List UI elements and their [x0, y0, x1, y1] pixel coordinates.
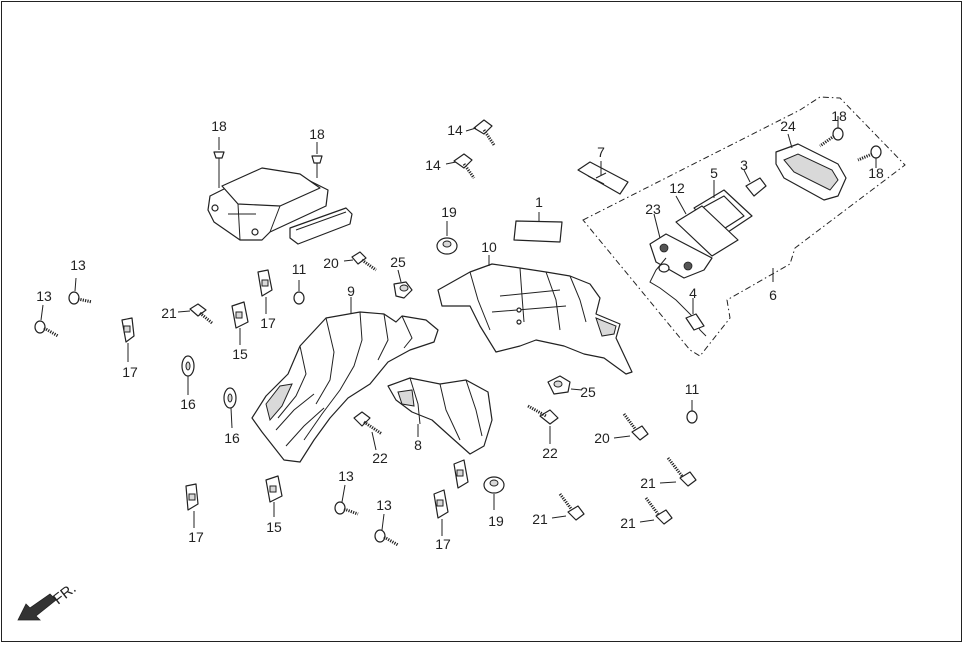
tail-light-lens-24 [775, 133, 847, 201]
callout-c25a: 25 [390, 254, 406, 270]
reflector-plate [513, 212, 563, 243]
callout-labels: 1345678910111112131313131414151516161717… [36, 108, 884, 552]
washer-16-upper [181, 355, 195, 395]
bolt-21-right-c [639, 497, 673, 525]
callout-c13c: 13 [338, 468, 354, 484]
screw-13-lower-b [374, 513, 399, 547]
callout-c17b: 17 [260, 315, 276, 331]
callout-c11b: 11 [685, 381, 700, 397]
front-direction-arrow [17, 593, 57, 621]
callout-c10: 10 [481, 239, 497, 255]
callout-c22b: 22 [542, 445, 558, 461]
callout-c21a: 21 [161, 305, 177, 321]
tail-light-group-outline [582, 96, 906, 357]
callout-c13b: 13 [36, 288, 52, 304]
base-plate-12 [675, 195, 739, 257]
front-direction-label: FR. [50, 580, 80, 608]
callout-c20b: 20 [594, 430, 610, 446]
gasket-5 [693, 180, 753, 237]
bolt-21-right-b [551, 493, 585, 521]
o-ring-11-left [293, 280, 305, 305]
callout-c6: 6 [769, 287, 777, 303]
callout-c3: 3 [740, 157, 748, 173]
o-ring-11-right [686, 400, 698, 424]
clip-15-lower [265, 475, 283, 517]
wire-harness-4 [649, 257, 707, 337]
bolt-14-lower [445, 153, 476, 179]
screw-18-right-a [819, 116, 844, 148]
callout-c19a: 19 [441, 204, 457, 220]
bolt-20-lower [613, 413, 649, 441]
callout-c19b: 19 [488, 513, 504, 529]
bulb-3 [743, 169, 767, 197]
callout-c17c: 17 [188, 529, 204, 545]
callout-c18a: 18 [211, 118, 227, 134]
callout-c21c: 21 [532, 511, 548, 527]
screw-18-left-b [311, 142, 323, 178]
callout-c18c: 18 [831, 108, 847, 124]
callout-c16a: 16 [180, 396, 196, 412]
callout-c15a: 15 [232, 346, 248, 362]
callout-c14b: 14 [425, 157, 441, 173]
callout-c20a: 20 [323, 255, 339, 271]
bolt-14-upper [465, 119, 496, 146]
callout-c22a: 22 [372, 450, 388, 466]
callout-c17d: 17 [435, 536, 451, 552]
callout-c5: 5 [710, 165, 718, 181]
bolt-22-left [353, 411, 383, 451]
nut-19-lower [483, 476, 505, 510]
callout-c13a: 13 [70, 257, 86, 273]
screw-18-right-b [857, 145, 882, 168]
callout-c8: 8 [414, 437, 422, 453]
callout-c16b: 16 [224, 430, 240, 446]
speed-nut-17-d [433, 489, 449, 536]
fender-bracket [387, 377, 493, 455]
grommet-25-upper [393, 269, 413, 299]
callout-c21b: 21 [640, 475, 656, 491]
washer-16-lower [223, 387, 237, 429]
callout-c11a: 11 [292, 261, 307, 277]
callout-c4: 4 [689, 285, 697, 301]
callout-c14a: 14 [447, 122, 463, 138]
callout-c21d: 21 [620, 515, 636, 531]
speed-nut-17-b [257, 269, 273, 314]
callout-c7: 7 [597, 144, 605, 160]
callout-c9: 9 [347, 283, 355, 299]
speed-nut-17-e [453, 459, 469, 489]
callout-c24: 24 [780, 118, 796, 134]
callout-c18b: 18 [309, 126, 325, 142]
rear-fender [437, 255, 633, 375]
callout-c13d: 13 [376, 497, 392, 513]
screw-13-left-b [34, 304, 59, 338]
bolt-22-right [527, 404, 559, 444]
battery-box-cover [207, 167, 353, 245]
bolt-20-upper [343, 251, 377, 272]
callout-c15b: 15 [266, 519, 282, 535]
callout-c25b: 25 [580, 384, 596, 400]
screw-18-left-a [213, 137, 225, 188]
callout-c17a: 17 [122, 364, 138, 380]
callout-c23: 23 [645, 201, 661, 217]
screw-13-left-a [68, 277, 93, 305]
grommet-25-lower [547, 375, 583, 395]
nut-19-upper [436, 221, 458, 255]
speed-nut-17-c [185, 483, 199, 528]
license-light-bracket [577, 161, 629, 195]
callout-c12: 12 [669, 180, 685, 196]
clip-15-upper [231, 301, 249, 345]
bolt-21-right-a [659, 457, 697, 487]
screw-13-lower-a [334, 484, 359, 516]
bolt-21-left [177, 303, 213, 325]
speed-nut-17-a [121, 317, 135, 362]
callout-c18d: 18 [868, 165, 884, 181]
rear-inner-fender [251, 297, 439, 463]
callout-c1: 1 [535, 194, 543, 210]
